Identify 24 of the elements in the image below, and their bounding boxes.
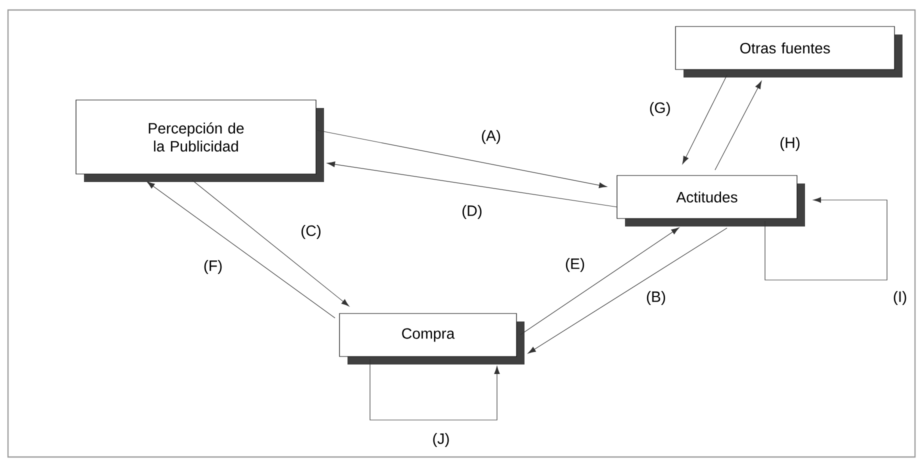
edge-label: (E) <box>564 257 586 273</box>
edge-label: (J) <box>431 432 451 448</box>
arrow <box>520 227 680 336</box>
shadowed-box: Compra <box>339 313 524 364</box>
edge-label: (F) <box>202 259 224 275</box>
shadowed-box: Actitudes <box>616 175 805 226</box>
shadowed-box: Percepción de la Publicidad <box>76 100 324 182</box>
arrow <box>682 74 728 164</box>
arrow <box>192 180 350 306</box>
arrow <box>316 130 607 188</box>
arrow <box>370 358 500 420</box>
edge-label: (C) <box>300 224 322 240</box>
edge-label: (B) <box>645 290 667 306</box>
arrow <box>146 182 336 318</box>
edge-label: (I) <box>892 290 908 306</box>
arrow <box>714 80 762 170</box>
edge-label: (H) <box>778 136 802 152</box>
edge-label: (G) <box>648 101 672 117</box>
arrow <box>327 162 618 208</box>
shadowed-box: Otras fuentes <box>675 26 902 78</box>
arrow <box>528 228 728 354</box>
edge-label: (A) <box>480 129 502 145</box>
arrow <box>764 197 888 280</box>
edge-label: (D) <box>460 204 484 220</box>
